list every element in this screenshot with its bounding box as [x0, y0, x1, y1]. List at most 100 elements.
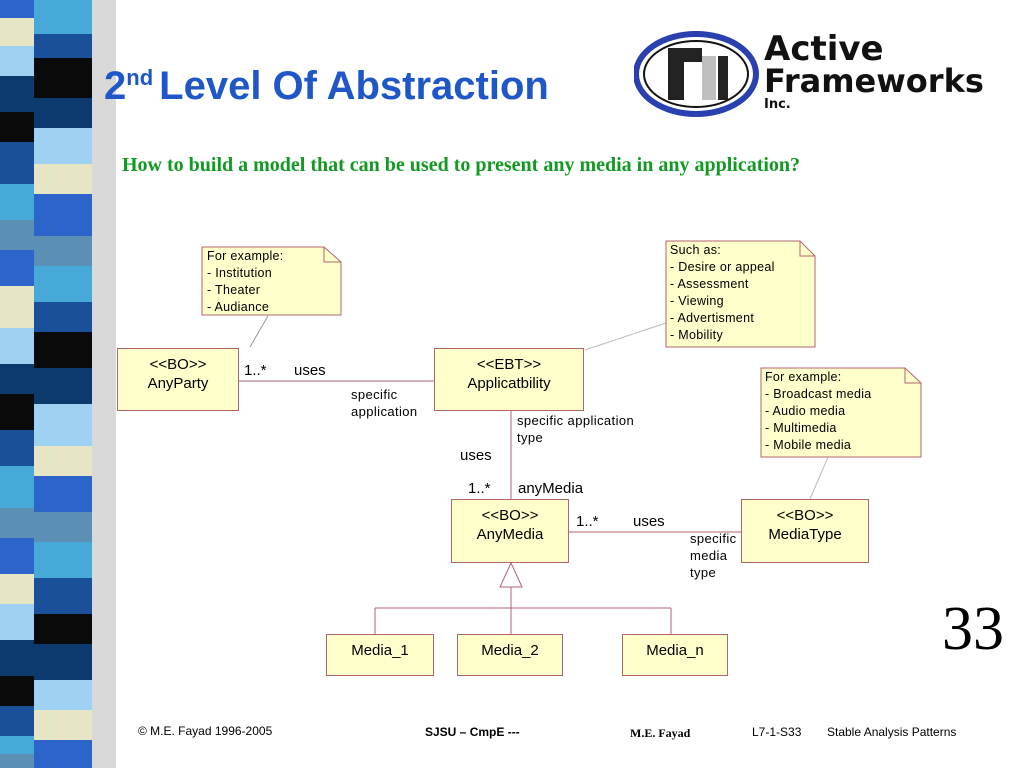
stripe-block: [0, 538, 34, 574]
label-party-multiplicity: 1..*: [244, 362, 267, 379]
label-vertical-uses: uses: [460, 447, 492, 464]
stripe-block: [34, 476, 92, 512]
stripe-block: [34, 98, 92, 128]
stripe-block: [34, 644, 92, 680]
stripe-block: [34, 680, 92, 710]
title-superscript: nd: [126, 64, 154, 90]
label-vertical-multiplicity: 1..*: [468, 480, 491, 497]
stripe-block: [34, 0, 92, 34]
stripe-block: [34, 446, 92, 476]
stripe-block: [34, 194, 92, 236]
class-media1-name: Media_1: [351, 642, 409, 659]
stripe-block: [34, 266, 92, 302]
note-applicability-shape: [665, 240, 816, 348]
class-mediatype[interactable]: <<BO>> MediaType: [741, 499, 869, 563]
footer-course: SJSU – CmpE ---: [425, 725, 520, 739]
stripe-block: [0, 0, 34, 18]
note-anchor-party: [249, 315, 269, 348]
stripe-block: [0, 508, 34, 538]
stripe-block: [0, 18, 34, 46]
note-party-shape: [201, 246, 342, 316]
class-applicability-name: Applicatbility: [467, 375, 551, 392]
class-anyparty[interactable]: <<BO>> AnyParty: [117, 348, 239, 411]
footer-author: M.E. Fayad: [630, 726, 691, 740]
stripe-block: [34, 368, 92, 404]
title-rest: Level Of Abstraction: [159, 64, 549, 108]
class-media2[interactable]: Media_2: [457, 634, 563, 676]
class-media2-name: Media_2: [481, 642, 539, 659]
stripe-block: [0, 250, 34, 286]
stripe-block: [0, 184, 34, 220]
class-anyparty-name: AnyParty: [147, 375, 209, 392]
stripe-block: [34, 614, 92, 644]
stripe-block: [34, 404, 92, 446]
stripe-block: [34, 34, 92, 58]
generalization-triangle: [499, 561, 523, 588]
class-media1[interactable]: Media_1: [326, 634, 434, 676]
stripe-block: [0, 142, 34, 184]
decorative-side-stripe: [0, 0, 116, 768]
class-anymedia[interactable]: <<BO>> AnyMedia: [451, 499, 569, 563]
stripe-block: [34, 128, 92, 164]
stripe-block: [0, 46, 34, 76]
stripe-block: [34, 710, 92, 740]
note-applicability: Such as: - Desire or appeal - Assessment…: [670, 243, 775, 342]
stripe-shadow: [92, 0, 116, 768]
logo-line2: Frameworks: [764, 62, 984, 100]
stripe-block: [0, 736, 34, 754]
class-anyparty-stereotype: <<BO>>: [149, 356, 207, 373]
label-mediatype-uses: uses: [633, 513, 665, 530]
note-media: For example: - Broadcast media - Audio m…: [765, 370, 872, 452]
label-party-uses: uses: [294, 362, 326, 379]
stripe-block: [0, 574, 34, 604]
class-median-name: Media_n: [646, 642, 704, 659]
footer-topic: Stable Analysis Patterns: [827, 725, 957, 739]
class-applicability-stereotype: <<EBT>>: [476, 356, 542, 373]
stripe-block: [34, 578, 92, 614]
stripe-block: [34, 58, 92, 98]
stripe-block: [0, 394, 34, 430]
stripe-block: [0, 430, 34, 466]
stripe-block: [34, 164, 92, 194]
label-party-role: specific application: [351, 387, 418, 419]
note-media-shape: [760, 367, 922, 458]
note-anchor-mediatype: [809, 456, 829, 500]
note-anchor-applicability: [584, 322, 667, 351]
label-applicability-role: specific application type: [517, 413, 635, 445]
footer-slide-id: L7-1-S33: [752, 725, 802, 739]
logo-line1: Active: [764, 29, 884, 69]
stripe-block: [0, 286, 34, 328]
stripe-block: [34, 740, 92, 768]
page-number: 33: [942, 595, 1004, 663]
stripe-block: [0, 640, 34, 676]
active-frameworks-logo: Active Frameworks Inc.: [634, 29, 984, 117]
stripe-block: [34, 542, 92, 578]
label-vertical-role: anyMedia: [518, 480, 584, 497]
stripe-block: [0, 364, 34, 394]
stripe-block: [0, 220, 34, 250]
stripe-block: [0, 706, 34, 736]
stripe-block: [34, 512, 92, 542]
stripe-block: [0, 328, 34, 364]
stripe-block: [0, 754, 34, 768]
class-applicability[interactable]: <<EBT>> Applicatbility: [434, 348, 584, 411]
title-prefix: 2: [104, 64, 127, 108]
footer-copyright: © M.E. Fayad 1996-2005: [138, 724, 273, 738]
stripe-block: [34, 236, 92, 266]
stripe-block: [0, 604, 34, 640]
class-median[interactable]: Media_n: [622, 634, 728, 676]
class-mediatype-stereotype: <<BO>>: [776, 507, 834, 524]
stripe-block: [0, 676, 34, 706]
stripe-block: [0, 112, 34, 142]
subtitle: How to build a model that can be used to…: [122, 154, 801, 176]
stripe-block: [34, 332, 92, 368]
class-mediatype-name: MediaType: [768, 526, 842, 543]
note-party: For example: - Institution - Theater - A…: [207, 249, 284, 314]
logo-line3: Inc.: [764, 97, 791, 112]
stripe-block: [0, 76, 34, 112]
label-mediatype-multiplicity: 1..*: [576, 513, 599, 530]
class-anymedia-stereotype: <<BO>>: [481, 507, 539, 524]
class-anymedia-name: AnyMedia: [476, 526, 544, 543]
